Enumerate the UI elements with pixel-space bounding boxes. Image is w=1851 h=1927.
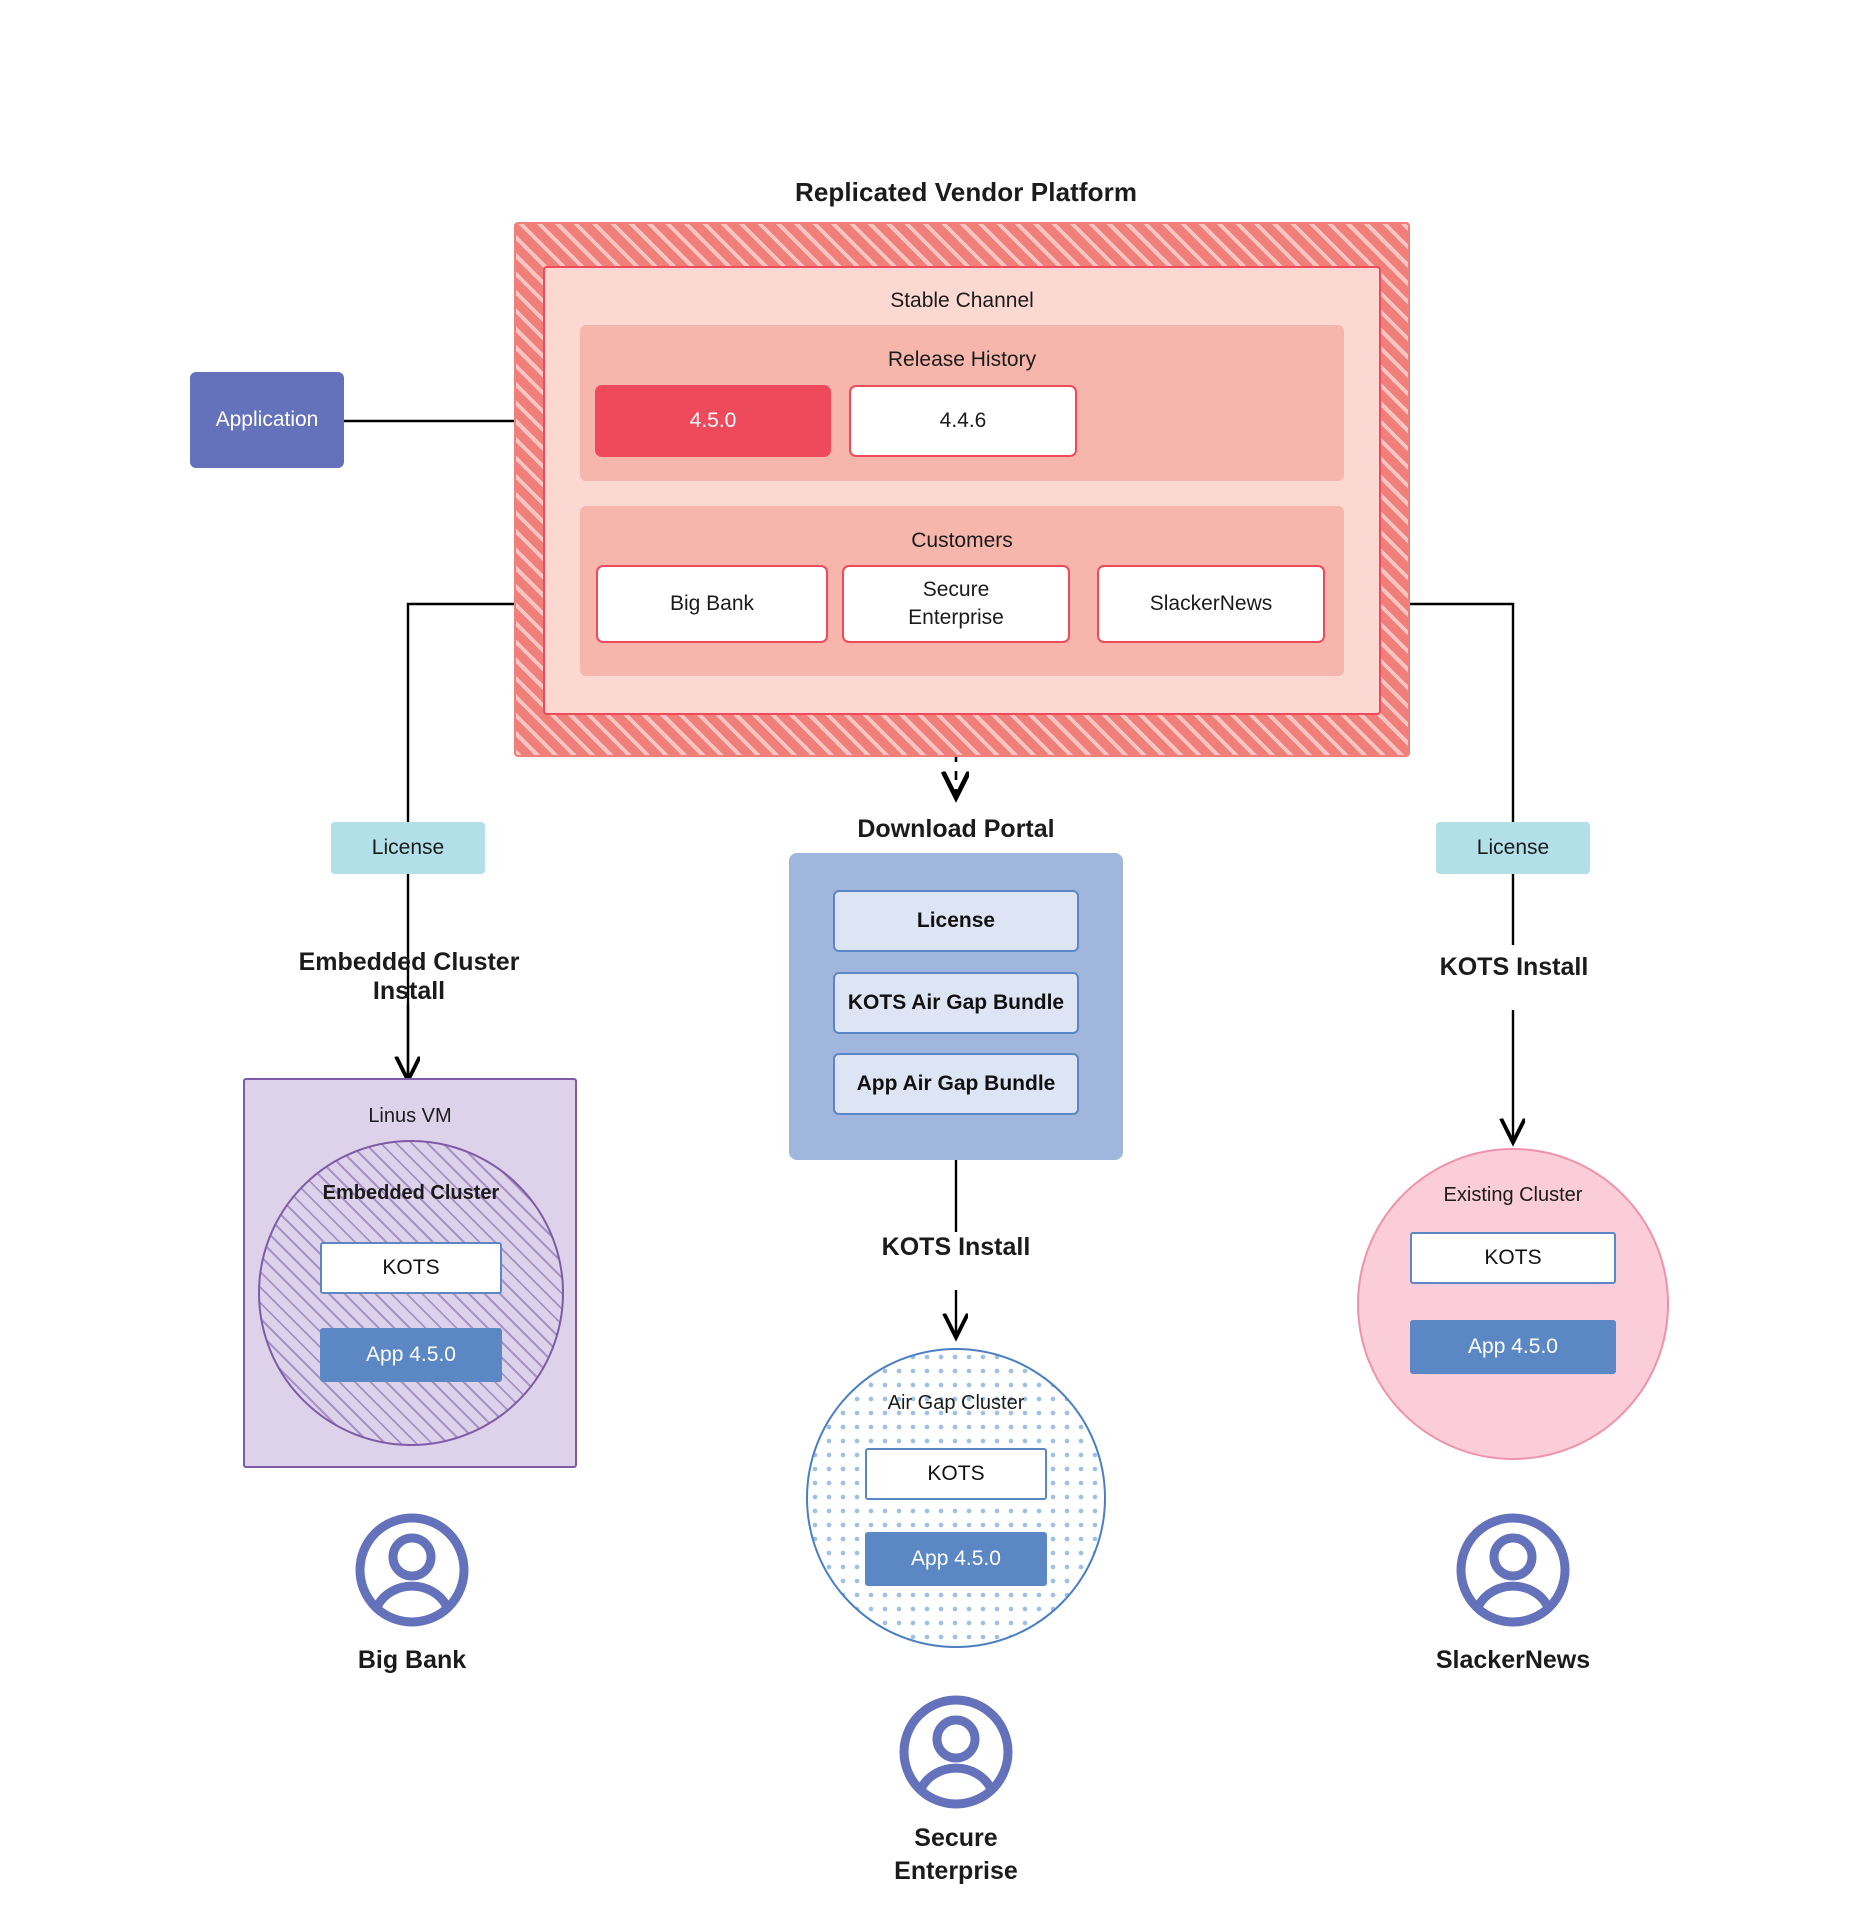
kots-box-left[interactable]: KOTS: [320, 1242, 502, 1294]
customer-chip-label: SlackerNews: [1149, 591, 1273, 615]
portal-item-label: License: [916, 909, 996, 932]
app-version-label: App 4.5.0: [911, 1547, 1001, 1570]
application-box[interactable]: Application: [190, 372, 344, 468]
avatar-label-secure-enterprise: Secure Enterprise: [894, 1824, 1018, 1885]
kots-label: KOTS: [927, 1462, 985, 1485]
page-title: Replicated Vendor Platform: [794, 176, 1138, 207]
portal-item-app-air-gap-bundle[interactable]: App Air Gap Bundle: [833, 1053, 1079, 1115]
customer-chip-secure-enterprise[interactable]: Secure Enterprise: [842, 565, 1070, 643]
kots-label: KOTS: [382, 1256, 440, 1279]
user-icon: [355, 1513, 469, 1627]
portal-item-kots-air-gap-bundle[interactable]: KOTS Air Gap Bundle: [833, 972, 1079, 1034]
kots-box-right[interactable]: KOTS: [1410, 1232, 1616, 1284]
release-chip-current[interactable]: 4.5.0: [595, 385, 831, 457]
kots-box-middle[interactable]: KOTS: [865, 1448, 1047, 1500]
customers-label: Customers: [911, 529, 1013, 552]
release-version-label: 4.4.6: [939, 409, 987, 432]
customer-chip-label: Secure Enterprise: [908, 577, 1004, 629]
license-chip-left[interactable]: License: [331, 822, 485, 874]
app-version-label: App 4.5.0: [366, 1343, 456, 1366]
portal-item-license[interactable]: License: [833, 890, 1079, 952]
existing-cluster-circle: [1357, 1148, 1669, 1460]
app-version-box-middle[interactable]: App 4.5.0: [865, 1532, 1047, 1586]
user-icon: [899, 1695, 1013, 1809]
avatar-secure-enterprise: [898, 1694, 1014, 1810]
download-portal-title: Download Portal: [857, 814, 1055, 843]
release-version-label: 4.5.0: [689, 409, 737, 432]
application-label: Application: [215, 408, 319, 431]
app-version-box-left[interactable]: App 4.5.0: [320, 1328, 502, 1382]
avatar-label-slackernews: SlackerNews: [1435, 1645, 1591, 1674]
existing-cluster-label: Existing Cluster: [1443, 1183, 1583, 1206]
user-icon: [1456, 1513, 1570, 1627]
kots-label: KOTS: [1484, 1246, 1542, 1269]
kots-install-label-right: KOTS Install: [1439, 952, 1589, 981]
avatar-big-bank: [354, 1512, 470, 1628]
release-history-label: Release History: [887, 348, 1037, 371]
portal-item-label: KOTS Air Gap Bundle: [847, 991, 1065, 1014]
avatar-slackernews: [1455, 1512, 1571, 1628]
embedded-cluster-label: Embedded Cluster: [322, 1181, 500, 1204]
app-version-label: App 4.5.0: [1468, 1335, 1558, 1358]
avatar-label-big-bank: Big Bank: [357, 1645, 467, 1674]
customer-chip-label: Big Bank: [669, 591, 755, 615]
app-version-box-right[interactable]: App 4.5.0: [1410, 1320, 1616, 1374]
portal-item-label: App Air Gap Bundle: [856, 1072, 1056, 1095]
air-gap-cluster-label: Air Gap Cluster: [887, 1391, 1025, 1414]
embedded-cluster-install-label: Embedded Cluster Install: [298, 948, 520, 1005]
license-label: License: [1476, 836, 1550, 859]
linux-vm-label: Linus VM: [368, 1104, 452, 1127]
kots-install-label-middle: KOTS Install: [881, 1232, 1031, 1261]
stable-channel-label: Stable Channel: [890, 289, 1034, 312]
license-chip-right[interactable]: License: [1436, 822, 1590, 874]
customer-chip-big-bank[interactable]: Big Bank: [596, 565, 828, 643]
license-label: License: [371, 836, 445, 859]
release-chip-previous[interactable]: 4.4.6: [849, 385, 1077, 457]
customer-chip-slackernews[interactable]: SlackerNews: [1097, 565, 1325, 643]
